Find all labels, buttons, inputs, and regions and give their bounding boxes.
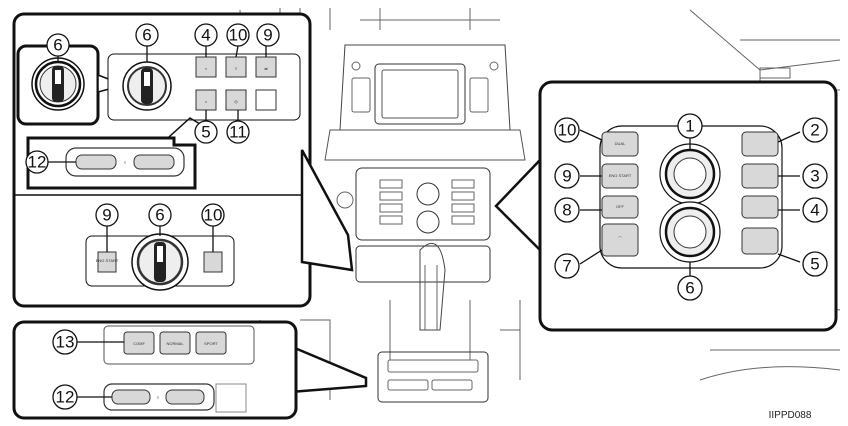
left-seat-temp-switch-lower[interactable]: [111, 389, 151, 405]
callout-13: [52, 329, 78, 355]
callout-numbers-left-upper: 6 6 4 10 9 5 11 12 9 6 10: [28, 26, 273, 225]
callout-label-1: 1: [685, 117, 694, 136]
callout-label-5a: 5: [201, 123, 210, 142]
right-seat-temp-switch[interactable]: [133, 154, 175, 170]
sync-button-right[interactable]: [601, 131, 639, 157]
callout-9b: [95, 203, 119, 227]
callout-label-6c: 6: [155, 206, 164, 225]
sync-button-lower[interactable]: [203, 251, 223, 273]
callout-5a: [194, 120, 218, 144]
callout-label-3: 3: [810, 167, 819, 186]
seat-heater-button-right-4[interactable]: [741, 195, 779, 219]
callout-numbers-lower: 13 12: [56, 333, 75, 407]
callout-label-7: 7: [562, 257, 571, 276]
callout-10c: [554, 117, 580, 143]
right-panel: DUAL ENG START OFF ⌒: [494, 80, 838, 332]
callout-numbers-right: 10 1 2 3 4 5 9 8 7 6: [558, 117, 820, 298]
sport-mode-button[interactable]: [195, 331, 227, 355]
rear-defogger-button[interactable]: [741, 131, 779, 157]
svg-text:≡: ≡: [235, 66, 238, 71]
blank-switch: [255, 89, 277, 111]
callout-8: [554, 197, 580, 223]
svg-text:⌒: ⌒: [618, 235, 622, 241]
comfort-mode-button[interactable]: [123, 331, 155, 355]
callout-6c: [148, 203, 172, 227]
callout-label-10a: 10: [229, 26, 248, 45]
callout-12b: [52, 384, 78, 410]
callout-label-9b: 9: [102, 206, 111, 225]
callout-7: [554, 253, 580, 279]
steering-heater-button[interactable]: [225, 89, 247, 111]
left-seat-temp-switch[interactable]: [75, 154, 117, 170]
callout-label-12a: 12: [28, 153, 47, 172]
callouts-left-upper: [25, 23, 280, 252]
sport-label: SPORT: [204, 341, 218, 346]
svg-text:≡: ≡: [124, 160, 127, 165]
callout-12a: [25, 150, 49, 174]
sync-label: DUAL: [615, 141, 626, 146]
callout-11: [226, 120, 250, 144]
callout-label-12b: 12: [56, 388, 75, 407]
callout-5b: [802, 251, 828, 277]
callout-label-5b: 5: [810, 255, 819, 274]
callout-label-9c: 9: [562, 167, 571, 186]
callout-10a: [226, 23, 250, 47]
callout-label-10b: 10: [204, 206, 223, 225]
mode-knob[interactable]: [122, 61, 172, 111]
callout-label-4a: 4: [201, 26, 210, 45]
eng-start-label-right: ENG START: [609, 173, 632, 178]
callout-label-6b: 6: [142, 26, 151, 45]
callout-label-13: 13: [56, 333, 75, 352]
mode-knob-closeup: [31, 57, 85, 111]
callout-9a: [256, 23, 280, 47]
callout-label-4b: 4: [810, 201, 819, 220]
callouts-lower: [52, 329, 124, 410]
callout-6b: [135, 23, 159, 47]
normal-mode-button[interactable]: [159, 331, 191, 355]
mode-knob-lower[interactable]: [131, 233, 189, 291]
callout-label-9a: 9: [263, 26, 272, 45]
svg-text:⇄: ⇄: [264, 66, 268, 71]
comf-label: COMF: [133, 341, 145, 346]
dashboard-sketch: [239, 8, 841, 410]
off-button[interactable]: [601, 195, 639, 219]
svg-text:≡: ≡: [157, 395, 160, 400]
svg-text:◎: ◎: [234, 99, 238, 104]
callout-label-10c: 10: [558, 121, 577, 140]
lower-left-panel: COMF NORMAL SPORT ≡: [12, 320, 368, 420]
callout-10b: [201, 203, 225, 227]
callout-label-2: 2: [810, 121, 819, 140]
callout-label-6d: 6: [685, 279, 694, 298]
left-upper-panel: ≈ ≡ ⇄ ≈ ◎ ≡ ENG START: [8, 12, 354, 308]
callout-6d: [677, 275, 703, 301]
svg-text:≈: ≈: [205, 99, 208, 104]
seat-heater-button-right-5[interactable]: [741, 227, 779, 255]
fan-knob[interactable]: [659, 201, 721, 263]
eng-start-label: ENG START: [96, 258, 119, 263]
callout-4a: [194, 23, 218, 47]
callout-9c: [554, 163, 580, 189]
callout-label-8: 8: [562, 201, 571, 220]
callout-4b: [802, 197, 828, 223]
temperature-knob[interactable]: [659, 143, 721, 205]
normal-label: NORMAL: [166, 341, 184, 346]
callout-2: [802, 117, 828, 143]
callout-6a: [46, 33, 70, 57]
callouts-right: [554, 113, 828, 301]
svg-text:≈: ≈: [205, 66, 208, 71]
callout-label-6a: 6: [53, 36, 62, 55]
off-label: OFF: [616, 204, 625, 209]
figure-code: IIPPD088: [769, 410, 812, 421]
right-seat-temp-switch-lower[interactable]: [165, 389, 205, 405]
callout-1: [677, 113, 703, 139]
fan-speed-button[interactable]: [601, 223, 639, 257]
callout-label-11: 11: [229, 123, 247, 142]
callout-3: [802, 163, 828, 189]
windshield-defogger-button[interactable]: [741, 163, 779, 189]
